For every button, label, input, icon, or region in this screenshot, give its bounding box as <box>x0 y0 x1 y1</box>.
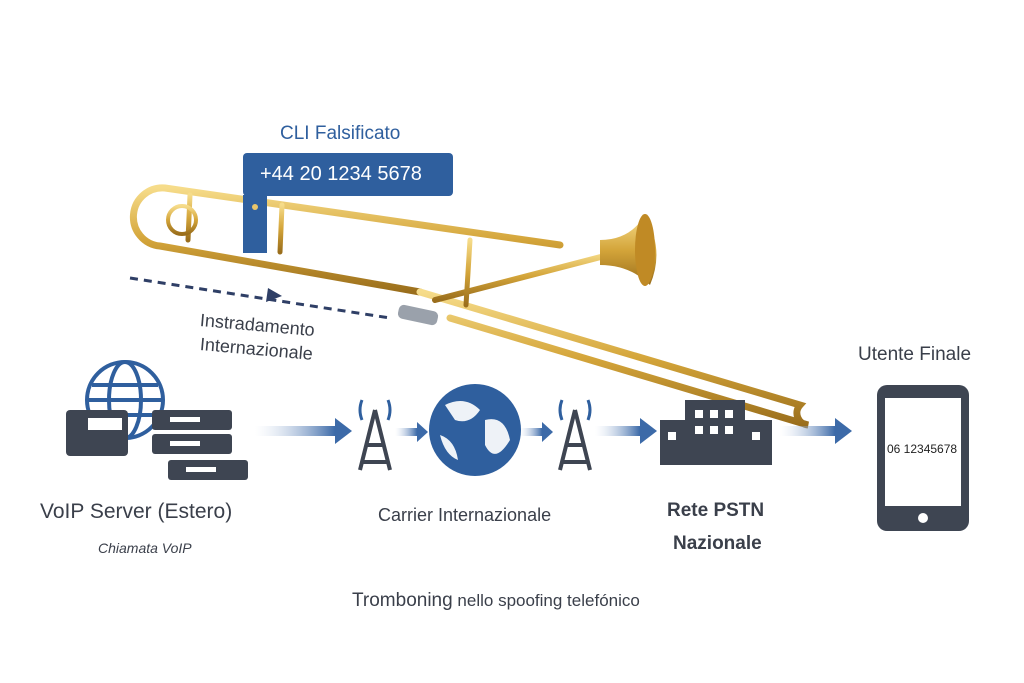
cell-tower-icon <box>558 399 592 471</box>
smartphone-icon <box>877 385 969 531</box>
voip-call-label: Chiamata VoIP <box>98 540 192 556</box>
bell-opening <box>635 214 655 286</box>
trombone-icon <box>129 184 810 429</box>
caption: Tromboning nello spoofing telefónico <box>352 590 640 612</box>
voip-server-label: VoIP Server (Estero) <box>40 500 233 523</box>
cli-tag-strap <box>243 195 267 253</box>
earth-globe-icon <box>429 384 521 476</box>
pstn-label-2: Nazionale <box>673 533 762 554</box>
cli-number-box <box>243 153 453 196</box>
desk-phone-icon <box>66 410 128 456</box>
cell-tower-icon <box>358 399 392 471</box>
caption-rest: nello spoofing telefónico <box>457 591 640 610</box>
routing-arrow-icon <box>266 288 282 302</box>
strap-rivet <box>252 204 258 210</box>
phone-number: 06 12345678 <box>887 442 958 456</box>
routing-dashed-line <box>129 276 391 320</box>
carrier-label: Carrier Internazionale <box>378 505 552 525</box>
server-rack-icon <box>152 410 248 480</box>
caption-bold: Tromboning <box>352 590 453 611</box>
flow-arrows <box>255 418 852 444</box>
building-icon <box>660 400 772 465</box>
cli-number: +44 20 1234 5678 <box>260 163 422 185</box>
mouthpiece-icon <box>397 304 439 326</box>
end-user-label: Utente Finale <box>858 344 972 365</box>
cli-label: CLI Falsificato <box>280 123 401 144</box>
pstn-label-1: Rete PSTN <box>667 500 765 521</box>
